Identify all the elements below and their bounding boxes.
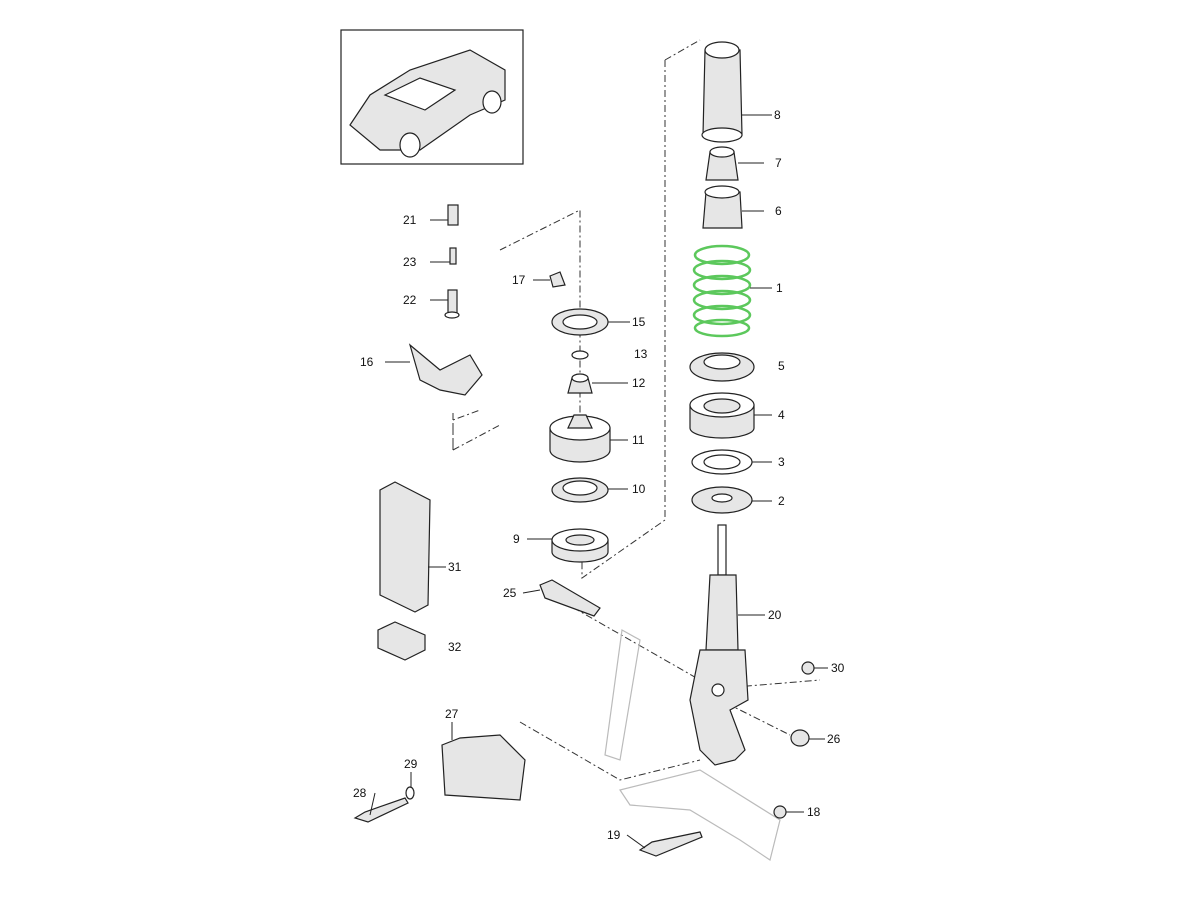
- spring-seat: [689, 392, 755, 439]
- label-21: 21: [403, 213, 417, 227]
- control-arm: [604, 629, 781, 861]
- ring-13: [571, 350, 589, 360]
- mount-plate: [691, 486, 753, 514]
- stud-21: [447, 204, 459, 226]
- coil-spring: [692, 244, 752, 338]
- label-32: 32: [448, 640, 462, 654]
- assembly-outline-right: [581, 39, 701, 579]
- label-13: 13: [634, 347, 648, 361]
- spring-cap: [702, 185, 743, 229]
- label-2: 2: [778, 494, 785, 508]
- label-6: 6: [775, 204, 782, 218]
- control-unit-31: [379, 481, 431, 613]
- nut-30: [801, 661, 815, 675]
- bolt-22: [444, 289, 460, 319]
- nut-26: [790, 729, 810, 747]
- shield-27: [441, 734, 526, 801]
- vehicle-thumbnail: [340, 29, 524, 165]
- label-1: 1: [776, 281, 783, 295]
- label-7: 7: [775, 156, 782, 170]
- washer-29: [405, 786, 415, 800]
- label-31: 31: [448, 560, 462, 574]
- bump-stop-cover: [701, 41, 743, 143]
- shock-absorber: [689, 524, 749, 766]
- label-26: 26: [827, 732, 841, 746]
- label-10: 10: [632, 482, 646, 496]
- screw-23: [449, 247, 457, 265]
- bump-stop: [705, 146, 739, 181]
- label-5: 5: [778, 359, 785, 373]
- bolt-28: [353, 797, 409, 823]
- bushing-12: [567, 373, 593, 394]
- bracket-16: [408, 343, 483, 396]
- spring-pad: [689, 352, 755, 382]
- axle-centerline: [519, 599, 821, 781]
- label-9: 9: [513, 532, 520, 546]
- sensor-32: [377, 621, 426, 661]
- label-29: 29: [404, 757, 418, 771]
- label-18: 18: [807, 805, 821, 819]
- ring-plate: [691, 449, 753, 475]
- label-19: 19: [607, 828, 621, 842]
- bolt-25: [539, 579, 601, 617]
- label-20: 20: [768, 608, 782, 622]
- top-mount-11: [549, 414, 611, 463]
- label-27: 27: [445, 707, 459, 721]
- bolt-19: [638, 831, 703, 857]
- label-15: 15: [632, 315, 646, 329]
- label-17: 17: [512, 273, 526, 287]
- label-23: 23: [403, 255, 417, 269]
- plate-15: [551, 308, 609, 336]
- label-30: 30: [831, 661, 845, 675]
- leader-lines: [369, 114, 828, 849]
- nut-17: [549, 271, 566, 288]
- label-4: 4: [778, 408, 785, 422]
- label-12: 12: [632, 376, 646, 390]
- seat-9: [551, 528, 609, 563]
- nut-18: [773, 805, 787, 819]
- label-28: 28: [353, 786, 367, 800]
- label-11: 11: [632, 433, 645, 447]
- label-16: 16: [360, 355, 374, 369]
- label-3: 3: [778, 455, 785, 469]
- label-25: 25: [503, 586, 517, 600]
- label-8: 8: [774, 108, 781, 122]
- label-22: 22: [403, 293, 417, 307]
- bearing-10: [551, 477, 609, 503]
